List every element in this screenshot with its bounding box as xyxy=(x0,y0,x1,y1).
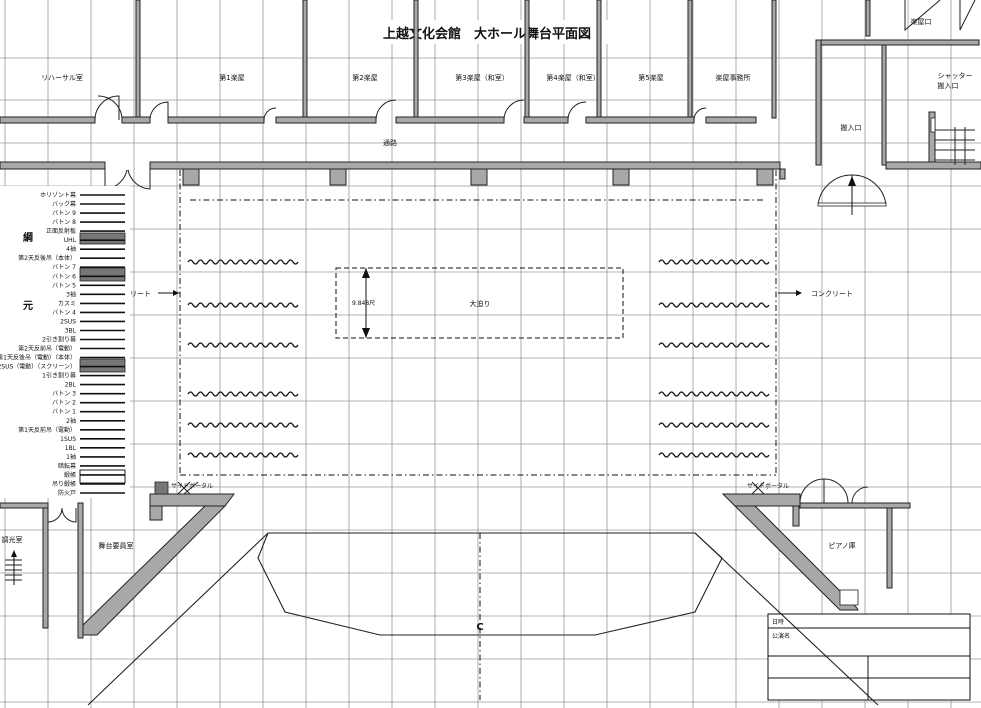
batten-label: 1引き割り幕 xyxy=(42,372,76,380)
room-label-dressing5: 第5楽屋 xyxy=(638,73,663,82)
room-label-dressing4: 第4楽屋（和室） xyxy=(546,73,599,82)
curtain-bar xyxy=(79,469,126,484)
room-label-stage-staff: 舞台要員室 xyxy=(99,541,134,550)
title-bg xyxy=(352,20,622,44)
upstage-wall xyxy=(0,161,981,186)
batten-label: UHL xyxy=(64,237,77,244)
title-block-bg xyxy=(768,614,970,700)
room-label-gakuyaguchi: 楽屋口 xyxy=(911,17,932,26)
room-label-shutter: シャッター xyxy=(938,71,973,80)
batten-label: 暗転幕 xyxy=(58,462,76,470)
batten-label: 2BL xyxy=(65,382,77,389)
batten-label: カスミ xyxy=(58,300,76,307)
batten-label: 2袖 xyxy=(66,417,76,425)
batten-label: 第2天反前吊（電動） xyxy=(18,345,76,353)
room-labels: リハーサル室 第1楽屋 第2楽屋 第3楽屋（和室） 第4楽屋（和室） 第5楽屋 … xyxy=(2,17,973,550)
lighting-room-stairs xyxy=(5,550,22,585)
batten-label: 第1天反後吊（電動）（本体） xyxy=(0,354,76,362)
batten-label: バトン 6 xyxy=(52,273,76,280)
batten-label: バトン 5 xyxy=(52,282,76,289)
batten-label: ホリゾント幕 xyxy=(40,191,76,199)
batten-label: 2SUS xyxy=(60,318,76,325)
proscenium: サイドボータル サイドボータル xyxy=(0,478,911,639)
room-label-office: 楽屋事務所 xyxy=(716,73,751,82)
batten-label: 1BL xyxy=(65,445,77,452)
wavy-markers xyxy=(187,259,770,458)
batten-label: 1袖 xyxy=(66,453,76,461)
page-title: 上越文化会館 大ホール舞台平面図 xyxy=(383,26,591,42)
batten-label: 2引き割り幕 xyxy=(42,336,76,344)
batten-label: 正面反射板 xyxy=(46,227,76,235)
stage-area-outline xyxy=(179,170,777,476)
reflector-bar-front xyxy=(79,232,126,245)
batten-label: バック幕 xyxy=(52,200,76,208)
batten-label: 緞帳 xyxy=(64,471,76,479)
center-line-mark: C xyxy=(476,622,483,633)
concrete-right-label: コンクリート xyxy=(811,290,853,298)
room-label-dressing2: 第2楽屋 xyxy=(352,73,377,82)
batten-label: 1SUS xyxy=(60,436,76,443)
side-portal-left-label: サイドボータル xyxy=(171,482,213,490)
room-label-loading-in: 搬入口 xyxy=(841,123,862,132)
corridor-label: 通路 xyxy=(383,138,397,147)
reflector-bar-2 xyxy=(79,267,126,282)
room-label-piano: ピアノ庫 xyxy=(828,541,855,550)
rail-label-bottom: 元 xyxy=(23,300,33,312)
reflector-bar-1 xyxy=(79,358,126,373)
batten-label: 3BL xyxy=(65,328,77,335)
batten-label: 吊り緞帳 xyxy=(52,480,76,488)
room-label-rehearsal: リハーサル室 xyxy=(41,73,83,82)
batten-label: 4袖 xyxy=(66,245,76,253)
rail-label-top: 綱 xyxy=(23,231,33,244)
batten-label: バトン 4 xyxy=(52,309,76,316)
loading-dock xyxy=(779,0,980,215)
title-block-date-label: 日時 xyxy=(772,618,784,626)
center-lift-label: 大迫り xyxy=(470,299,491,308)
room-label-loading-entrance: 搬入口 xyxy=(938,81,959,90)
center-lift-dimension: 9.848尺 xyxy=(352,300,375,307)
batten-label: 防火戸 xyxy=(58,489,76,497)
title-block: 日時 公演名 xyxy=(767,613,971,701)
title-block-performance-label: 公演名 xyxy=(772,632,790,640)
apron-outline: C xyxy=(87,532,879,706)
room-label-dressing1: 第1楽屋 xyxy=(219,73,244,82)
batten-label: 3袖 xyxy=(66,290,76,298)
batten-label: 第1天反前吊（電動） xyxy=(18,426,76,434)
side-portal-right-label: サイドボータル xyxy=(747,482,789,490)
concrete-labels: コンクリート コンクリート xyxy=(109,290,853,298)
batten-label: バトン 9 xyxy=(52,210,76,217)
batten-label: バトン 1 xyxy=(52,409,76,416)
batten-label: バトン 3 xyxy=(52,391,76,398)
corridor-doors xyxy=(104,165,151,190)
room-label-dressing3: 第3楽屋（和室） xyxy=(455,73,508,82)
dressing-room-doors xyxy=(94,95,707,121)
batten-label: バトン 2 xyxy=(52,400,76,407)
batten-label: 2SUS（電動）（スクリーン） xyxy=(0,363,76,371)
center-lift: 大迫り 9.848尺 xyxy=(335,267,624,339)
batten-label: 第2天反後吊（本体） xyxy=(18,254,76,262)
room-label-lighting: 調光室 xyxy=(2,535,23,544)
dressing-room-wall xyxy=(0,116,757,124)
batten-label: バトン 8 xyxy=(52,219,76,226)
batten-label: バトン 7 xyxy=(52,264,76,271)
